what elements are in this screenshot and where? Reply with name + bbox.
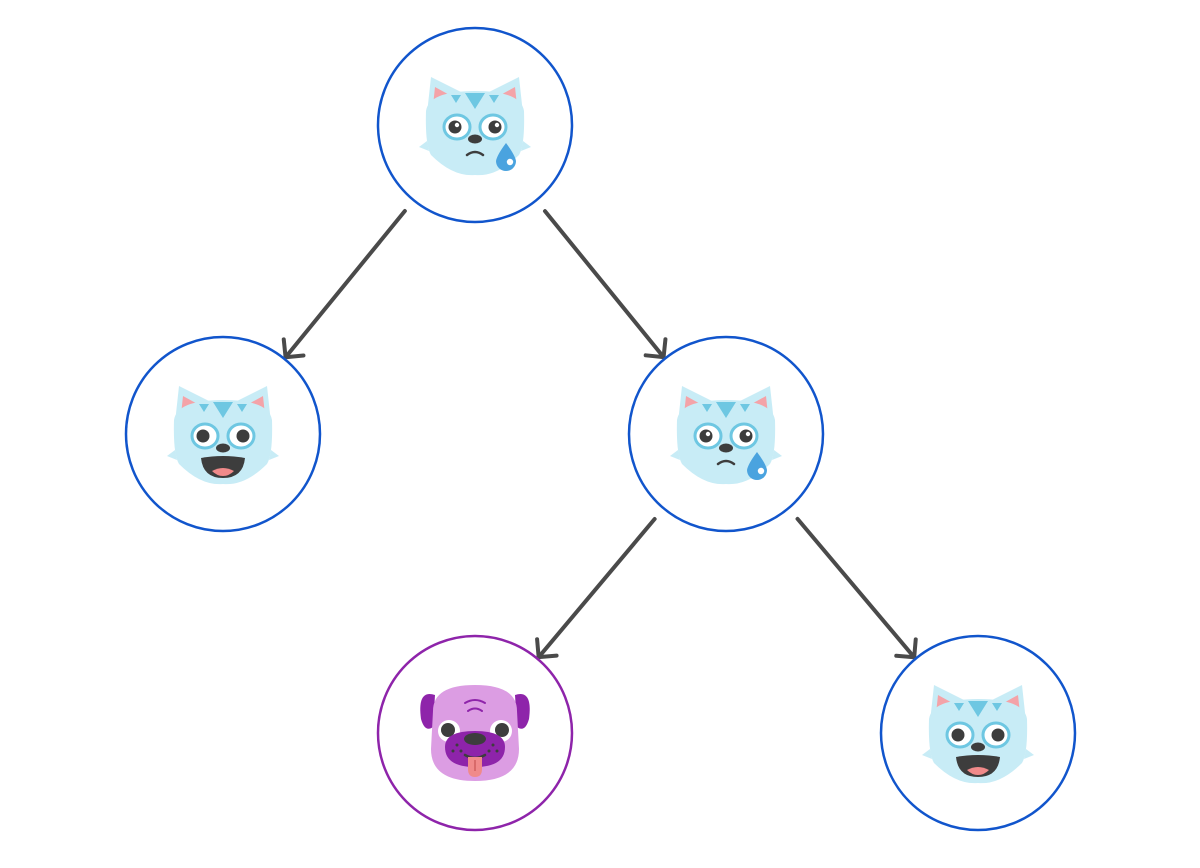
happy-cat-icon xyxy=(167,386,279,485)
sad-cat-icon xyxy=(419,77,531,176)
arrow-root-to-left xyxy=(281,209,407,360)
node-root xyxy=(376,26,574,224)
sad-cat-icon xyxy=(670,386,782,485)
node-left xyxy=(124,335,322,533)
happy-cat-icon xyxy=(922,685,1034,784)
node-right-left xyxy=(376,634,574,832)
arrow-right-to-right-right xyxy=(795,516,918,660)
dog-icon xyxy=(420,685,530,781)
node-right-right xyxy=(879,634,1077,832)
arrow-root-to-right xyxy=(542,209,668,360)
node-right xyxy=(627,335,825,533)
arrow-right-to-right-left xyxy=(535,517,657,660)
